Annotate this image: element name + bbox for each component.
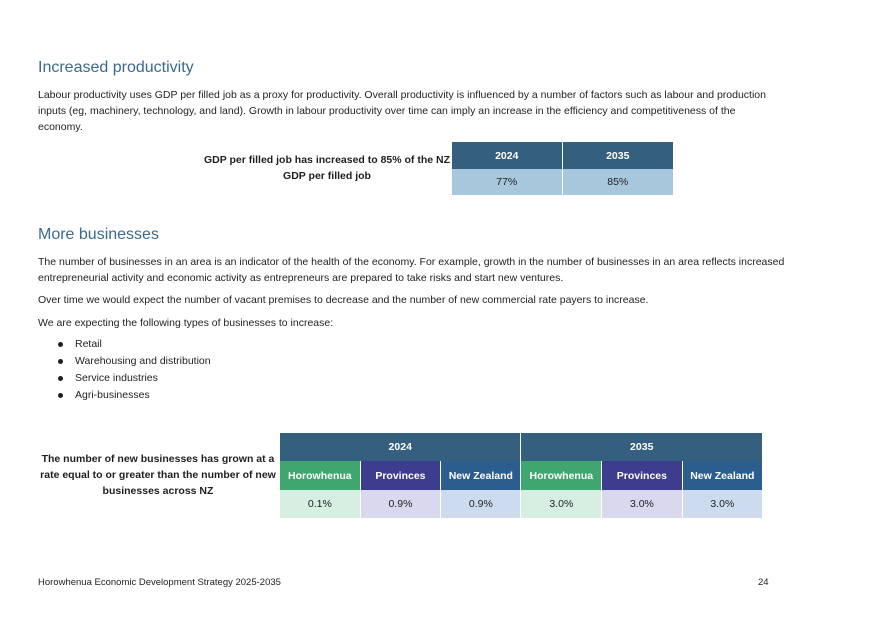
section-heading-businesses: More businesses — [38, 226, 159, 243]
value-new-zealand-2024: 0.9% — [440, 490, 521, 518]
label-line: The number of new businesses has grown a… — [41, 453, 275, 465]
gdp-header-2035: 2035 — [561, 142, 673, 169]
para-line: economy. — [38, 121, 83, 133]
businesses-table-label: The number of new businesses has grown a… — [38, 451, 278, 499]
list-item: Service industries — [38, 370, 211, 387]
list-item: Agri-businesses — [38, 387, 211, 404]
businesses-paragraph-3: We are expecting the following types of … — [38, 317, 334, 329]
para-line: Labour productivity uses GDP per filled … — [38, 89, 766, 101]
section-heading-productivity: Increased productivity — [38, 59, 194, 76]
value-horowhenua-2035: 3.0% — [520, 490, 602, 518]
gdp-table: 2024 2035 77% 85% — [452, 142, 673, 195]
footer-title: Horowhenua Economic Development Strategy… — [38, 577, 281, 588]
para-line: The number of businesses in an area is a… — [38, 256, 785, 268]
column-new-zealand: New Zealand — [681, 461, 762, 490]
value-horowhenua-2024: 0.1% — [280, 490, 361, 518]
businesses-table: 2024 2035 Horowhenua Provinces New Zeala… — [280, 433, 762, 518]
para-line: inputs (eg, machinery, technology, and l… — [38, 105, 736, 117]
para-line: entrepreneurial activity and economic ac… — [38, 272, 564, 284]
value-provinces-2024: 0.9% — [359, 490, 441, 518]
column-horowhenua: Horowhenua — [280, 461, 361, 490]
list-item: Warehousing and distribution — [38, 353, 211, 370]
label-line: businesses across NZ — [102, 485, 214, 497]
value-new-zealand-2035: 3.0% — [681, 490, 762, 518]
businesses-paragraph-1: The number of businesses in an area is a… — [38, 254, 848, 286]
column-provinces: Provinces — [601, 461, 683, 490]
gdp-value-2024: 77% — [452, 169, 562, 195]
label-line: GDP per filled job — [283, 170, 371, 182]
column-horowhenua: Horowhenua — [520, 461, 602, 490]
productivity-paragraph: Labour productivity uses GDP per filled … — [38, 87, 838, 135]
column-provinces: Provinces — [359, 461, 441, 490]
businesses-paragraph-2: Over time we would expect the number of … — [38, 294, 649, 306]
business-types-list: Retail Warehousing and distribution Serv… — [38, 336, 211, 404]
value-provinces-2035: 3.0% — [601, 490, 683, 518]
gdp-table-label: GDP per filled job has increased to 85% … — [200, 152, 454, 184]
label-line: rate equal to or greater than the number… — [40, 469, 276, 481]
businesses-header-2035: 2035 — [520, 433, 762, 461]
businesses-header-2024: 2024 — [280, 433, 521, 461]
gdp-value-2035: 85% — [561, 169, 673, 195]
column-new-zealand: New Zealand — [440, 461, 521, 490]
label-line: GDP per filled job has increased to 85% … — [203, 154, 451, 166]
list-item: Retail — [38, 336, 211, 353]
page-number: 24 — [758, 577, 769, 588]
gdp-header-2024: 2024 — [452, 142, 562, 169]
